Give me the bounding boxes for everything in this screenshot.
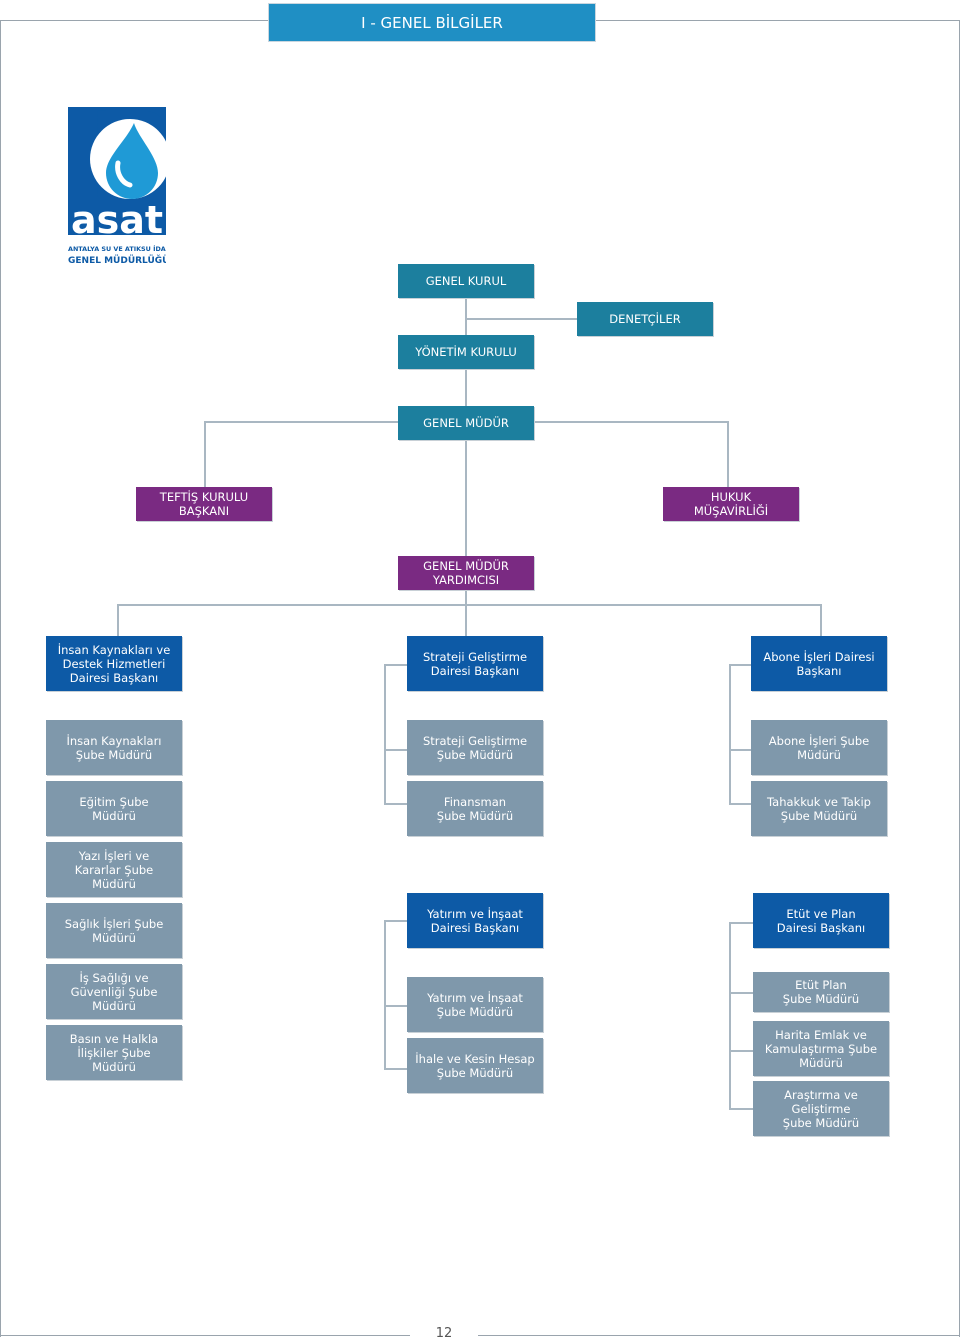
connector — [384, 749, 408, 751]
finansman-sube-box: Finansman Şube Müdürü — [407, 781, 543, 836]
connector — [117, 604, 822, 606]
connector — [384, 803, 408, 805]
strateji-daire-box: Strateji Geliştirme Dairesi Başkanı — [407, 636, 543, 691]
yazi-isleri-sube-box: Yazı İşleri ve Kararlar Şube Müdürü — [46, 842, 182, 897]
connector — [384, 1005, 408, 1007]
connector — [729, 664, 751, 666]
connector — [117, 604, 119, 636]
connector — [729, 803, 751, 805]
genel-mudur-yardimcisi-box: GENEL MÜDÜR YARDIMCISI — [398, 556, 534, 590]
connector — [729, 992, 753, 994]
ik-sube-box: İnsan Kaynakları Şube Müdürü — [46, 720, 182, 775]
etut-sube-box: Etüt Plan Şube Müdürü — [753, 972, 889, 1012]
connector — [465, 368, 467, 406]
genel-kurul-box: GENEL KURUL — [398, 264, 534, 298]
yatirim-sube-box: Yatırım ve İnşaat Şube Müdürü — [407, 977, 543, 1032]
connector — [466, 318, 578, 320]
connector — [729, 922, 753, 924]
asat-logo: asat ANTALYA SU VE ATIKSU İDARESİ GENEL … — [68, 107, 166, 266]
connector — [384, 1068, 408, 1070]
etut-daire-box: Etüt ve Plan Dairesi Başkanı — [753, 893, 889, 948]
connector — [729, 664, 731, 804]
page-number: 12 — [435, 1326, 453, 1341]
saglik-sube-box: Sağlık İşleri Şube Müdürü — [46, 903, 182, 958]
tahakkuk-sube-box: Tahakkuk ve Takip Şube Müdürü — [751, 781, 887, 836]
section-header: I - GENEL BİLGİLER — [268, 3, 596, 42]
connector — [384, 920, 408, 922]
yonetim-kurulu-box: YÖNETİM KURULU — [398, 335, 534, 369]
hukuk-musavirligi-box: HUKUK MÜŞAVİRLİĞİ — [663, 487, 799, 521]
logo-word: asat — [71, 198, 163, 242]
abone-daire-box: Abone İşleri Dairesi Başkanı — [751, 636, 887, 691]
denetciler-box: DENETÇİLER — [577, 302, 713, 336]
connector — [820, 604, 822, 636]
frame-bottom-left — [0, 1335, 410, 1336]
connector — [729, 922, 731, 1110]
strateji-sube-box: Strateji Geliştirme Şube Müdürü — [407, 720, 543, 775]
connector — [727, 421, 729, 487]
egitim-sube-box: Eğitim Şube Müdürü — [46, 781, 182, 836]
harita-sube-box: Harita Emlak ve Kamulaştırma Şube Müdürü — [753, 1021, 889, 1076]
teftis-kurulu-box: TEFTİŞ KURULU BAŞKANI — [136, 487, 272, 521]
logo-line2: GENEL MÜDÜRLÜĞÜ — [68, 254, 166, 266]
connector — [729, 1108, 753, 1110]
arastirma-sube-box: Araştırma ve Geliştirme Şube Müdürü — [753, 1081, 889, 1136]
ihale-sube-box: İhale ve Kesin Hesap Şube Müdürü — [407, 1038, 543, 1093]
yatirim-daire-box: Yatırım ve İnşaat Dairesi Başkanı — [407, 893, 543, 948]
connector — [384, 920, 386, 1070]
connector — [729, 1050, 753, 1052]
connector — [384, 664, 386, 804]
ik-daire-box: İnsan Kaynakları ve Destek Hizmetleri Da… — [46, 636, 182, 691]
logo-line1: ANTALYA SU VE ATIKSU İDARESİ — [68, 244, 166, 253]
connector — [465, 590, 467, 636]
frame-bottom-right — [478, 1335, 960, 1336]
genel-mudur-box: GENEL MÜDÜR — [398, 406, 534, 440]
abone-sube-box: Abone İşleri Şube Müdürü — [751, 720, 887, 775]
basin-sube-box: Basın ve Halkla İlişkiler Şube Müdürü — [46, 1025, 182, 1080]
isg-sube-box: İş Sağlığı ve Güvenliği Şube Müdürü — [46, 964, 182, 1019]
connector — [384, 664, 408, 666]
connector — [465, 440, 467, 556]
connector — [729, 749, 751, 751]
connector — [204, 421, 206, 487]
